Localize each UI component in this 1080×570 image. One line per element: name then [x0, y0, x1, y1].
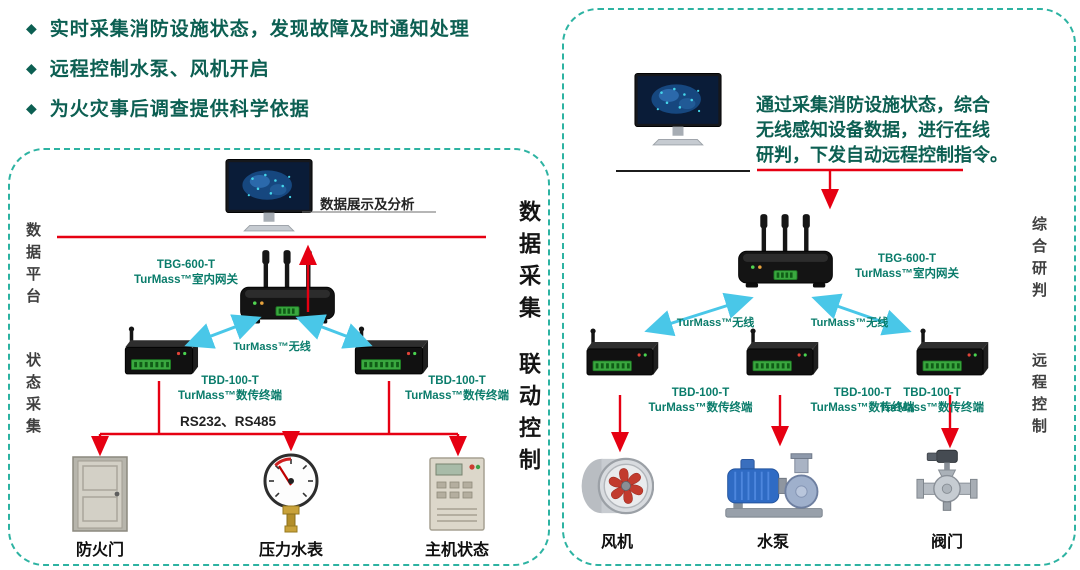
terminal-label: TBD-100-T TurMass™数传终端 — [638, 386, 763, 416]
monitor-image — [634, 72, 722, 150]
bullet-text: 远程控制水泵、风机开启 — [49, 59, 270, 80]
terminal-model: TBD-100-T — [201, 375, 259, 387]
terminal-label: TBD-100-T TurMass™数传终端 — [165, 374, 295, 404]
gateway-label: TBG-600-T TurMass™室内网关 — [848, 252, 966, 282]
terminal-model: TBD-100-T — [671, 387, 730, 399]
description-line: 无线感知设备数据，进行在线 — [756, 120, 990, 140]
terminal-model: TBD-100-T — [833, 387, 892, 399]
terminal-label: TBD-100-T TurMass™数传终端 — [800, 386, 925, 416]
bullet-text: 实时采集消防设施状态，发现故障及时通知处理 — [49, 19, 470, 40]
right-panel-frame — [562, 8, 1076, 566]
right-panel-description: 通过采集消防设施状态，综合 无线感知设备数据，进行在线 研判，下发自动远程控制指… — [756, 93, 1008, 168]
terminal-label: TBD-100-T TurMass™数传终端 — [392, 374, 522, 404]
bullet-item: ◆ 远程控制水泵、风机开启 — [26, 54, 270, 81]
gateway-model: TBG-600-T — [877, 253, 937, 265]
data-terminal-image — [740, 328, 820, 382]
gateway-model: TBG-600-T — [156, 259, 216, 271]
valve-image — [916, 448, 978, 522]
gateway-name: TurMass™室内网关 — [134, 274, 238, 286]
data-terminal-image — [348, 326, 430, 381]
device-label: 风机 — [600, 534, 633, 551]
left-side-label-status-collect: 状态采集 — [24, 352, 41, 440]
wireless-link-label: TurMass™无线 — [233, 341, 311, 353]
terminal-name: TurMass™数传终端 — [178, 390, 282, 402]
left-panel-frame — [8, 148, 550, 566]
device-label: 防火门 — [75, 542, 124, 559]
left-side-label-data-platform: 数据平台 — [24, 222, 41, 310]
terminal-name: TurMass™数传终端 — [648, 402, 753, 414]
diamond-bullet-icon: ◆ — [26, 59, 38, 76]
monitor-image — [225, 158, 313, 236]
host-panel-image — [429, 457, 485, 531]
terminal-label: TBD-100-T TurMass™数传终端 — [872, 386, 992, 416]
device-label: 水泵 — [756, 534, 789, 551]
diamond-bullet-icon: ◆ — [26, 19, 38, 36]
data-terminal-image — [580, 328, 660, 382]
wireless-link-label: TurMass™无线 — [676, 317, 755, 329]
bullet-item: ◆ 为火灾事后调查提供科学依据 — [26, 94, 310, 121]
bus-label: RS232、RS485 — [179, 414, 277, 429]
wireless-link-label: TurMass™无线 — [810, 317, 889, 329]
fire-door-image — [72, 456, 128, 532]
right-side-label-remote-control: 远程控制 — [1030, 352, 1047, 440]
indoor-gateway-image — [230, 248, 345, 330]
data-terminal-image — [118, 326, 200, 381]
terminal-model: TBD-100-T — [428, 375, 486, 387]
gateway-label: TBG-600-T TurMass™室内网关 — [132, 258, 240, 288]
indoor-gateway-image — [728, 212, 843, 294]
terminal-name: TurMass™数传终端 — [880, 402, 984, 414]
diamond-bullet-icon: ◆ — [26, 99, 38, 116]
description-line: 通过采集消防设施状态，综合 — [756, 95, 990, 115]
terminal-name: TurMass™数传终端 — [405, 390, 509, 402]
description-line: 研判，下发自动远程控制指令。 — [756, 145, 1008, 165]
bullet-item: ◆ 实时采集消防设施状态，发现故障及时通知处理 — [26, 14, 470, 41]
device-label: 主机状态 — [424, 542, 489, 559]
terminal-model: TBD-100-T — [903, 387, 961, 399]
right-side-label-analysis: 综合研判 — [1030, 216, 1047, 304]
data-terminal-image — [910, 328, 990, 382]
gateway-name: TurMass™室内网关 — [855, 268, 959, 280]
pressure-gauge-image — [261, 452, 321, 534]
device-label: 压力水表 — [258, 542, 323, 559]
device-label: 阀门 — [930, 534, 963, 551]
terminal-name: TurMass™数传终端 — [810, 402, 915, 414]
bullet-text: 为火灾事后调查提供科学依据 — [49, 99, 310, 120]
monitor-caption: 数据展示及分析 — [320, 197, 415, 212]
edge-label-linkage-control: 联动控制 — [516, 352, 541, 480]
fan-image — [578, 452, 655, 520]
edge-label-data-collection: 数据采集 — [516, 200, 541, 328]
water-pump-image — [722, 448, 826, 520]
